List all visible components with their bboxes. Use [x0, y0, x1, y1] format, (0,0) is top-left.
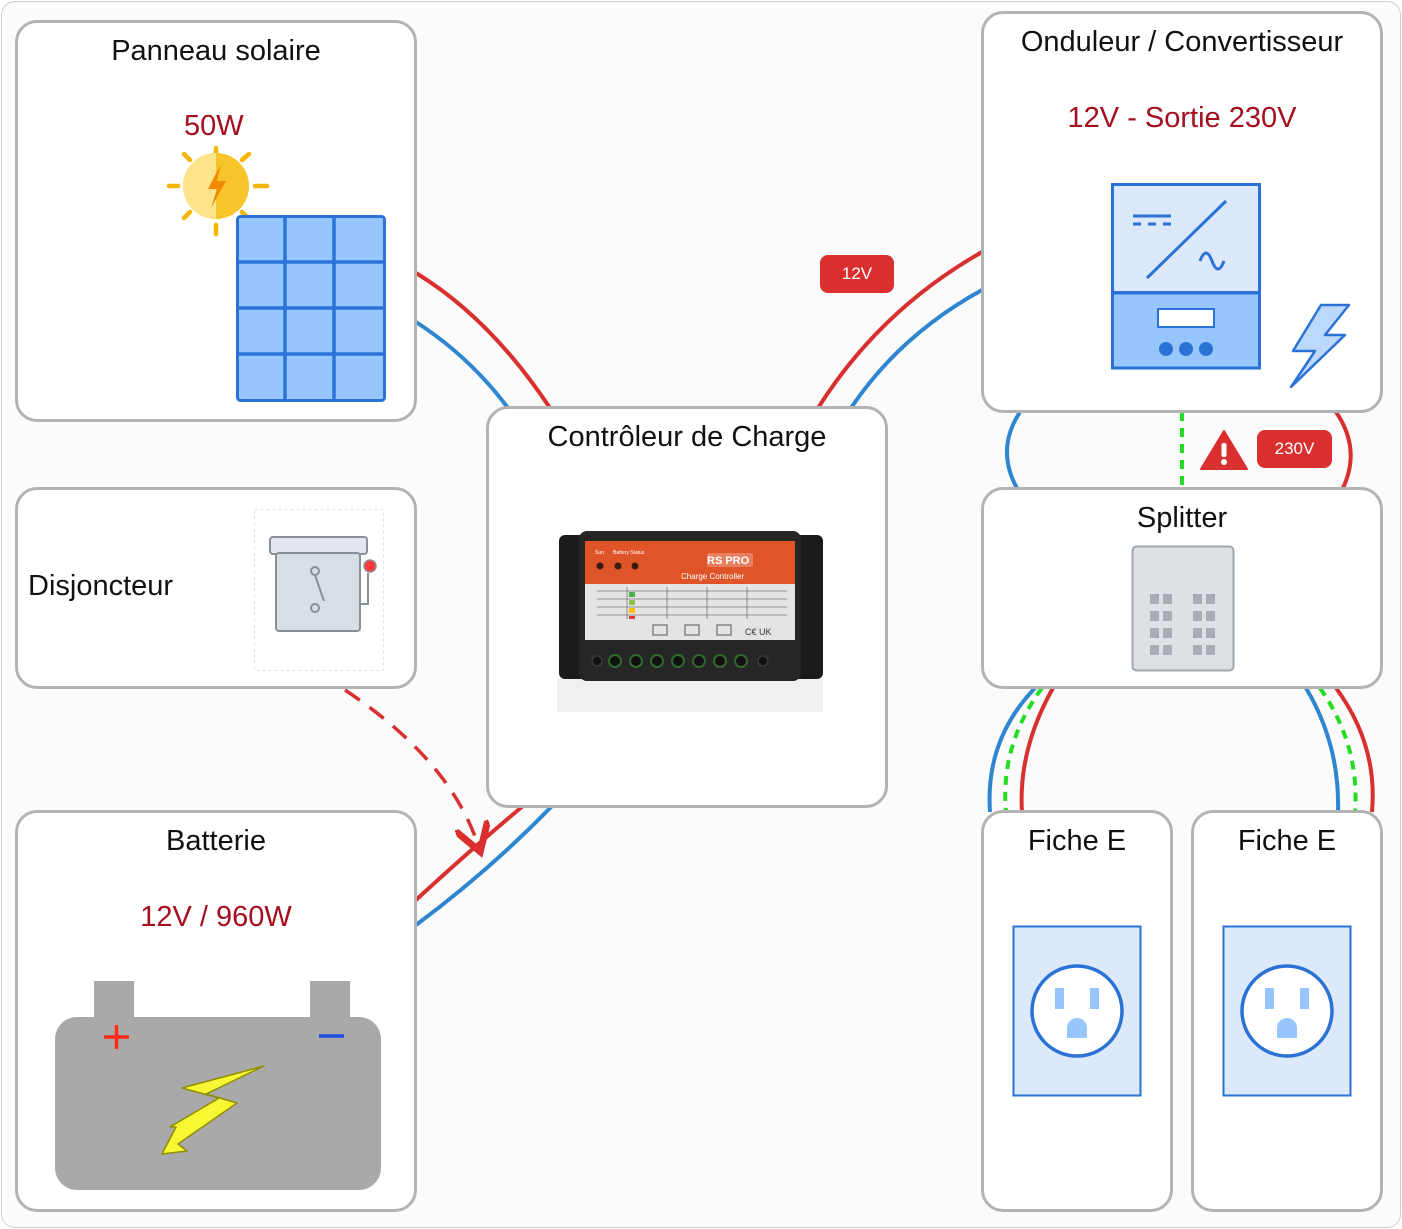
solar-power-label: 50W — [184, 110, 244, 142]
charge-controller-node[interactable]: Contrôleur de Charge RS PRO Charge Contr… — [486, 406, 888, 808]
wire-splitter-outlet1-neutral — [987, 686, 1037, 813]
battery-node[interactable]: Batterie 12V / 960W — [15, 810, 417, 1212]
breaker-title: Disjoncteur — [28, 570, 174, 602]
indicator-battery-led-2 — [631, 562, 639, 570]
inverter-title: Onduleur / Convertisseur — [1020, 26, 1344, 58]
wire-splitter-outlet2-live — [1334, 686, 1375, 813]
wire-solar-controller-negative — [414, 320, 510, 410]
power-strip-icon — [1131, 545, 1235, 672]
indicator-battery-led-1 — [614, 562, 622, 570]
wall-outlet-icon — [1012, 925, 1142, 1097]
ac-voltage-badge: 230V — [1257, 430, 1332, 468]
dc-voltage-badge: 12V — [820, 255, 894, 293]
controller-brand-text: RS PRO — [707, 555, 750, 567]
indicator-sun-label: Sun — [595, 550, 604, 556]
wall-outlet-icon — [1222, 925, 1352, 1097]
wire-controller-battery-negative — [414, 804, 554, 927]
outlet-title-1: Fiche E — [1027, 825, 1127, 857]
solar-panel-title: Panneau solaire — [111, 35, 321, 67]
wire-splitter-outlet1-earth — [1003, 686, 1044, 813]
wire-inverter-splitter-live — [1334, 410, 1353, 491]
battery-spec: 12V / 960W — [140, 901, 292, 933]
solar-panel-node[interactable]: Panneau solaire 50W — [15, 20, 417, 422]
battery-title: Batterie — [166, 825, 266, 857]
lightning-icon — [1289, 303, 1351, 389]
outlet-node-1[interactable]: Fiche E — [981, 810, 1173, 1212]
wire-breaker-battery — [344, 688, 478, 845]
warning-icon — [1200, 430, 1248, 470]
splitter-node[interactable]: Splitter — [981, 487, 1383, 689]
battery-icon — [55, 981, 381, 1190]
inverter-icon — [1111, 183, 1261, 370]
solar-panel-icon — [236, 215, 386, 402]
wire-splitter-outlet2-earth — [1318, 686, 1358, 813]
wire-splitter-outlet2-neutral — [1304, 686, 1341, 813]
wire-solar-controller-positive — [414, 271, 552, 410]
splitter-title: Splitter — [1136, 502, 1228, 534]
wire-controller-inverter-negative — [849, 288, 983, 410]
controller-name-text: Charge Controller — [681, 572, 744, 581]
indicator-battery-label: Battery Status — [613, 550, 645, 556]
breaker-switch-icon — [254, 509, 384, 671]
indicator-sun-led — [596, 562, 604, 570]
breaker-node[interactable]: Disjoncteur — [15, 487, 417, 689]
outlet-title-2: Fiche E — [1237, 825, 1337, 857]
charge-controller-device-image: RS PRO Charge Controller Sun Battery Sta… — [557, 531, 823, 712]
wire-inverter-splitter-neutral — [1005, 410, 1022, 491]
controller-cert-marks: C€ UK — [745, 627, 772, 637]
wire-controller-inverter-positive — [816, 250, 983, 410]
controller-terminals — [591, 654, 769, 668]
outlet-node-2[interactable]: Fiche E — [1191, 810, 1383, 1212]
charge-controller-title: Contrôleur de Charge — [547, 421, 827, 453]
inverter-node[interactable]: Onduleur / Convertisseur 12V - Sortie 23… — [981, 11, 1383, 413]
wire-splitter-outlet1-live — [1019, 687, 1055, 813]
inverter-spec: 12V - Sortie 230V — [1067, 102, 1297, 134]
